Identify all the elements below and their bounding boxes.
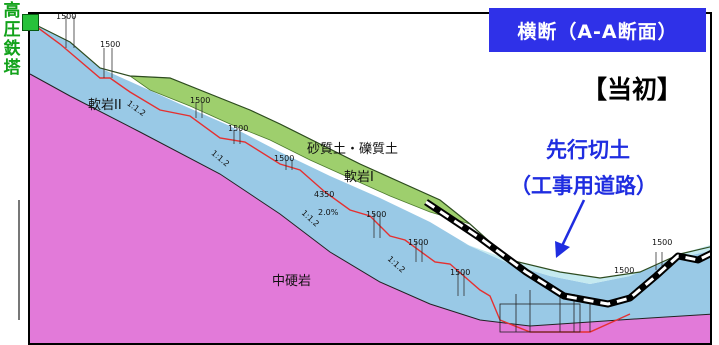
tower-label-char: 塔 [3,58,21,78]
dimension-label: 1500 [190,96,211,105]
left-edge-marker [0,200,20,320]
dimension-label: 1500 [56,12,77,21]
advance-cut-arrow [555,199,586,258]
dimension-label: 2.0% [318,208,339,217]
advance-cut-label: 先行切土 [546,138,630,162]
medium-hard-rock-layer [30,74,710,343]
layer-label-sand-gravel: 砂質土・礫質土 [307,142,399,157]
tower-label-char: 圧 [3,20,21,40]
advance-cut-outline-dash [425,200,710,306]
stage-label: 【当初】 [582,75,683,104]
dimension-label: 1500 [366,210,387,219]
dimension-label: 1500 [100,40,121,49]
cross-section-frame: 軟岩II 砂質土・礫質土 軟岩I 中硬岩 1500 1500 1500 1500… [28,12,712,345]
dimension-label: 1500 [274,154,295,163]
dimension-label: 1500 [408,238,429,247]
dimension-label: 1500 [228,124,249,133]
layer-label-soft-rock-2: 軟岩II [88,98,122,113]
cross-section-diagram [30,16,710,343]
dimension-label: 1500 [450,268,471,277]
section-title: 横断（A-A断面） [489,8,706,52]
dimension-label: 1500 [652,238,673,247]
dimension-label: 1500 [614,266,635,275]
tower-label-char: 高 [3,1,21,21]
advance-cut-sublabel: （工事用道路） [510,174,657,198]
ground-surface-line [30,21,710,279]
layer-label-soft-rock-1: 軟岩I [344,170,374,185]
soft-rock-layer [30,22,710,326]
tower-icon [22,14,39,31]
planned-cut-line [30,21,631,333]
dimension-label: 4350 [314,190,335,199]
tower-label-char: 鉄 [3,39,21,59]
layer-label-medium-hard-rock: 中硬岩 [272,274,312,289]
